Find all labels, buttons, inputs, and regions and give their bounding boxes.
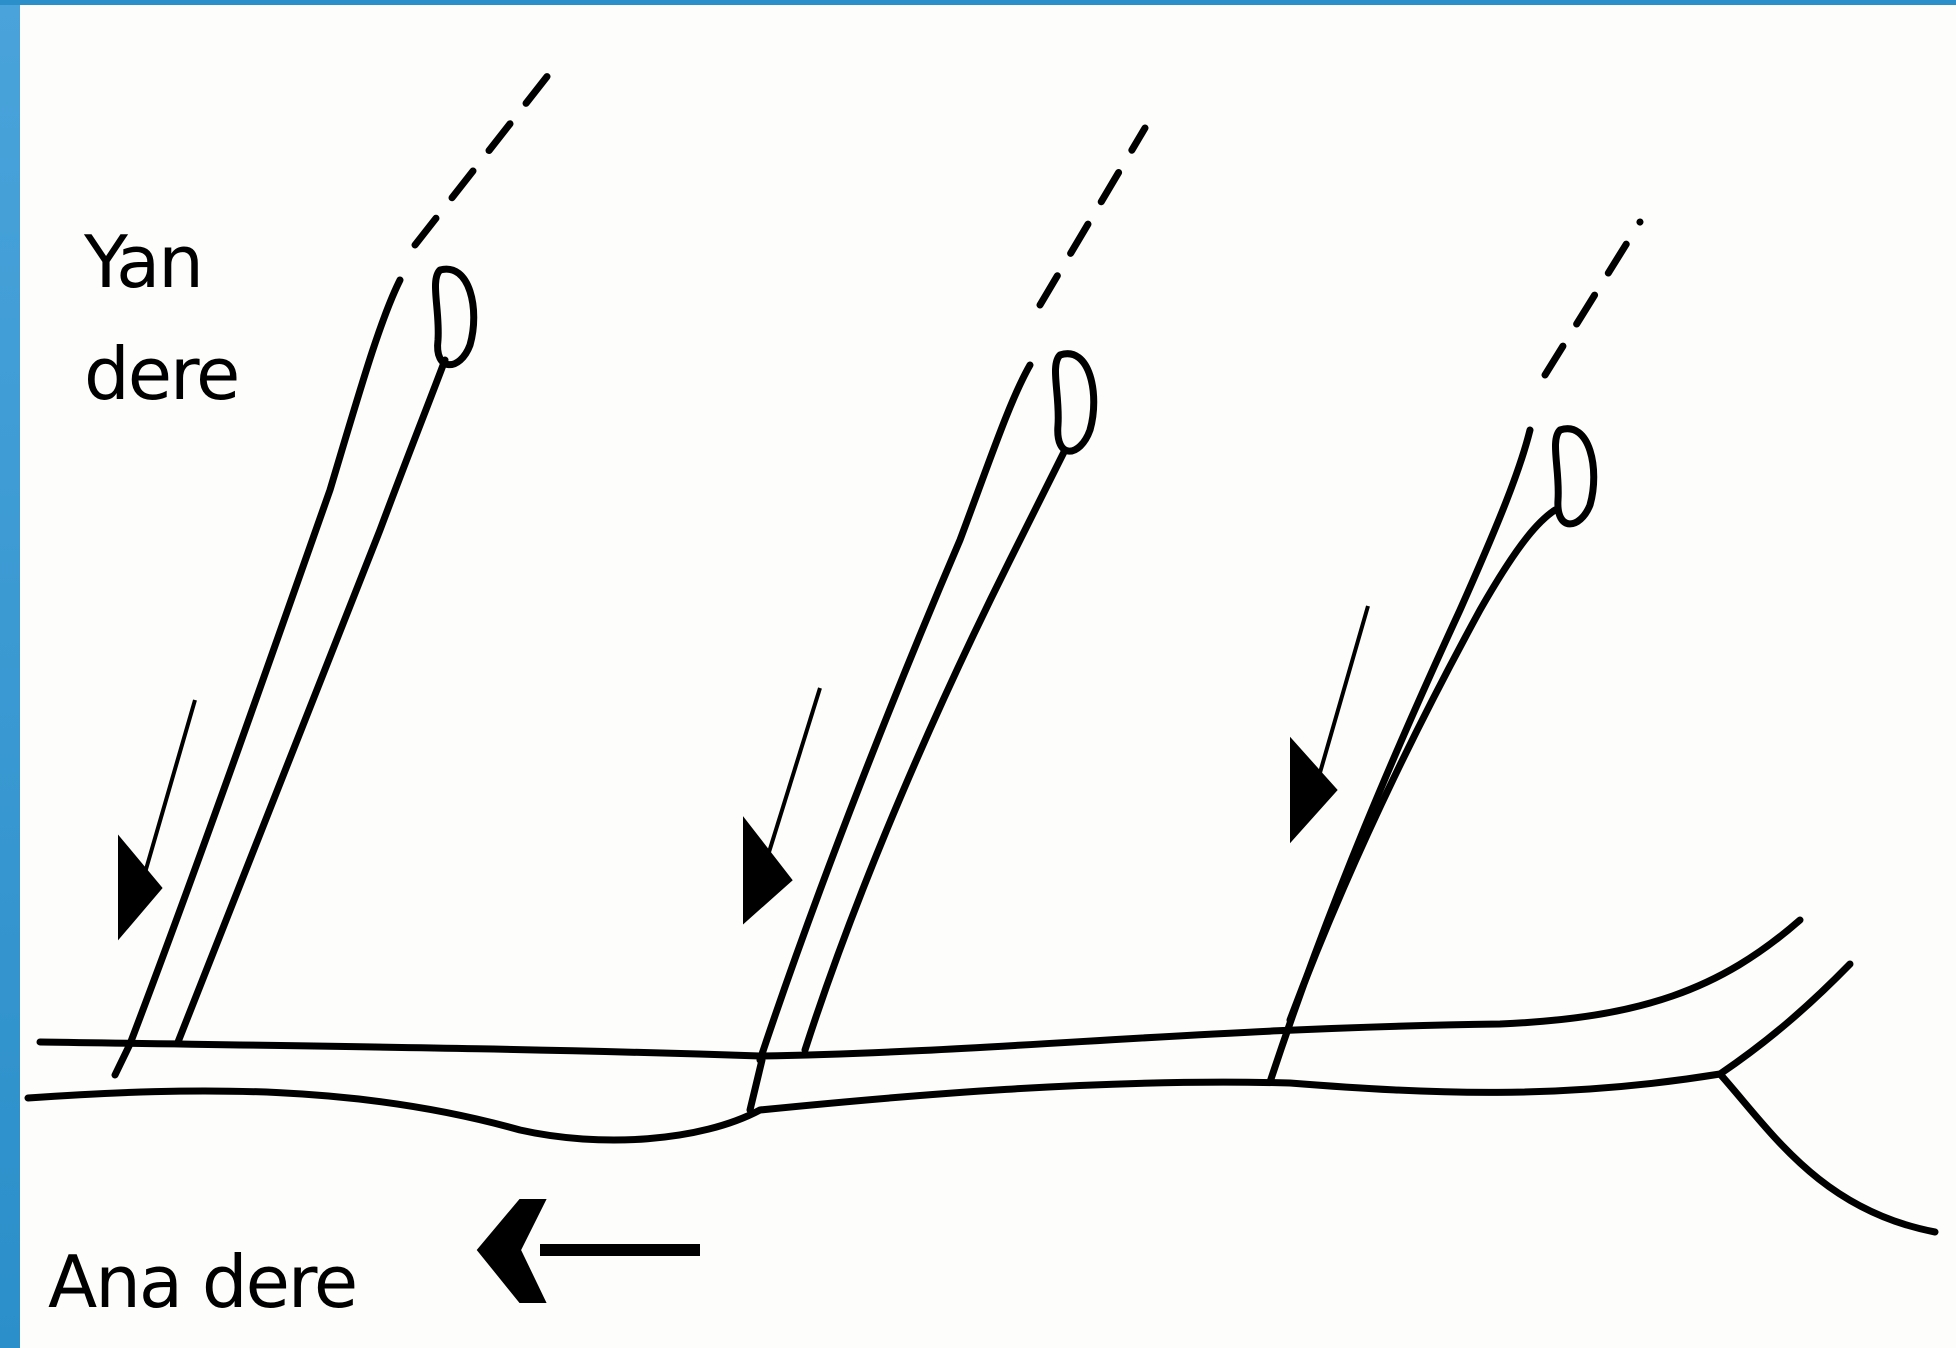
tributary-3-flow-arrow-head: [1292, 742, 1335, 838]
tributary-1-mouth: [115, 1044, 130, 1075]
tributary-2-spring-icon: [1055, 354, 1093, 451]
tributary-2-mouth: [750, 1060, 762, 1110]
tributary-3-right-bank: [1290, 510, 1555, 1020]
tributary-3-flow-arrow-shaft: [1315, 606, 1368, 790]
tributary-1-dashed-extension: [415, 60, 560, 245]
tributary-1-flow-arrow-shaft: [140, 700, 195, 890]
side-stream-label-line-2: dere: [84, 338, 238, 410]
main-stream-upper-bank: [40, 920, 1800, 1056]
tributary-2-left-bank: [760, 365, 1030, 1060]
tributary-3-dashed-extension: [1545, 222, 1640, 375]
tributary-1-spring-icon: [435, 269, 473, 365]
tributary-2-right-bank: [805, 450, 1065, 1050]
tributary-3-left-bank: [1270, 430, 1530, 1082]
main-flow-arrow-head: [478, 1200, 545, 1302]
main-stream-label: Ana dere: [48, 1246, 356, 1318]
tributary-2-dashed-extension: [1040, 128, 1145, 305]
tributary-1-flow-arrow-head: [120, 840, 160, 935]
lower-tributary-branch: [1720, 1074, 1935, 1232]
tributary-2-flow-arrow-shaft: [765, 688, 820, 865]
tributary-3-spring-icon: [1555, 429, 1593, 524]
side-stream-label-line-1: Yan: [84, 226, 202, 298]
tributary-2-flow-arrow-head: [745, 822, 790, 920]
tributary-1-right-bank: [178, 360, 445, 1042]
